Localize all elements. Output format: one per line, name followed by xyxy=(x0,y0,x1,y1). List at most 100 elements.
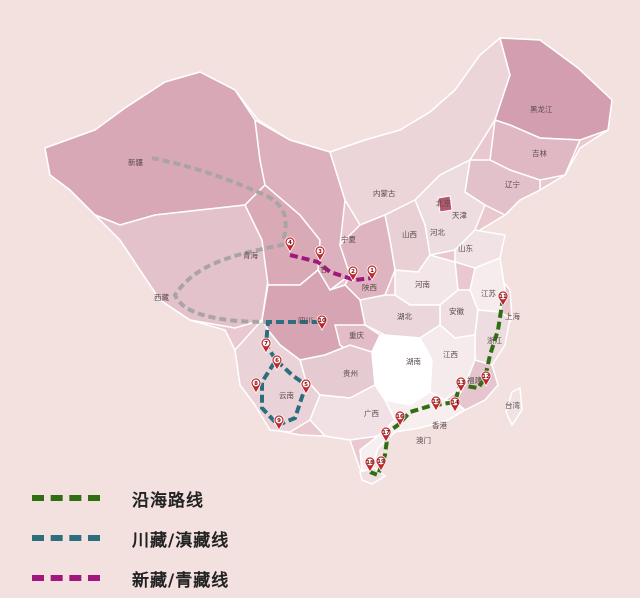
route-marker[interactable]: 2 xyxy=(347,265,359,282)
marker-number: 11 xyxy=(499,294,507,300)
marker-badge xyxy=(482,372,490,380)
route-marker[interactable]: 11 xyxy=(497,290,509,307)
region-taiwan xyxy=(505,386,523,427)
marker-badge xyxy=(368,266,376,274)
marker-number: 7 xyxy=(264,341,268,347)
marker-badge xyxy=(286,238,294,246)
label-hongkong: 香港 xyxy=(432,420,447,430)
label-shaanxi: 陕西 xyxy=(362,282,377,292)
label-shandong: 山东 xyxy=(458,243,473,253)
marker-number: 1 xyxy=(370,268,374,274)
route-marker[interactable]: 14 xyxy=(449,396,461,413)
legend-swatch-xinjiang-tibet xyxy=(32,575,100,581)
route-marker[interactable]: 15 xyxy=(430,395,442,412)
marker-number: 12 xyxy=(482,374,490,380)
marker-badge xyxy=(366,458,374,466)
marker-badge xyxy=(273,356,281,364)
legend-item: 沿海路线 xyxy=(32,478,229,518)
route-marker[interactable]: 3 xyxy=(314,245,326,262)
label-qinghai: 青海 xyxy=(243,250,258,260)
region-heilongjiang xyxy=(494,37,613,141)
marker-badge xyxy=(451,398,459,406)
marker-number: 10 xyxy=(318,318,326,324)
legend-swatch-sichuan-tibet xyxy=(32,535,100,541)
marker-number: 9 xyxy=(277,418,281,424)
label-heilongjiang: 黑龙江 xyxy=(530,104,553,114)
label-guizhou: 贵州 xyxy=(343,368,358,378)
magenta-route xyxy=(289,253,373,283)
label-neimenggu: 内蒙古 xyxy=(373,188,396,198)
marker-number: 14 xyxy=(451,400,459,406)
route-marker[interactable]: 18 xyxy=(364,456,376,473)
region-xinjiang xyxy=(44,71,266,226)
gray-route xyxy=(151,156,288,324)
marker-number: 4 xyxy=(288,240,292,246)
region-beijing xyxy=(437,195,453,213)
route-marker[interactable]: 8 xyxy=(250,377,262,394)
route-marker[interactable]: 7 xyxy=(260,337,272,354)
marker-badge xyxy=(318,316,326,324)
label-tianjin: 天津 xyxy=(452,211,467,220)
label-zhejiang: 浙江 xyxy=(487,335,502,345)
legend: 沿海路线 川藏/滇藏线 新藏/青藏线 xyxy=(32,478,229,598)
label-yunnan: 云南 xyxy=(279,390,294,400)
legend-swatch-coastal xyxy=(32,495,100,501)
label-chongqing: 重庆 xyxy=(349,330,364,340)
label-xizang: 西藏 xyxy=(154,292,169,302)
marker-badge xyxy=(382,428,390,436)
marker-badge xyxy=(457,378,465,386)
label-anhui: 安徽 xyxy=(449,306,464,316)
label-macau: 澳门 xyxy=(416,435,431,445)
route-marker[interactable]: 9 xyxy=(273,414,285,431)
marker-number: 18 xyxy=(366,460,374,466)
route-marker[interactable]: 12 xyxy=(480,370,492,387)
label-jiangsu: 江苏 xyxy=(481,288,496,298)
label-guangxi: 广西 xyxy=(364,408,379,418)
marker-number: 19 xyxy=(377,459,385,465)
marker-number: 15 xyxy=(432,399,440,405)
label-gansu: 甘 xyxy=(320,264,328,274)
label-sichuan: 四川 xyxy=(298,316,313,325)
route-marker[interactable]: 17 xyxy=(380,426,392,443)
marker-badge xyxy=(302,380,310,388)
label-hubei: 湖北 xyxy=(397,312,412,321)
marker-badge xyxy=(377,457,385,465)
route-marker[interactable]: 4 xyxy=(284,236,296,253)
marker-badge xyxy=(499,292,507,300)
legend-label: 川藏/滇藏线 xyxy=(132,530,230,551)
legend-label: 新藏/青藏线 xyxy=(132,570,230,591)
label-shanghai: 上海 xyxy=(505,311,520,321)
route-marker[interactable]: 5 xyxy=(300,378,312,395)
marker-badge xyxy=(396,412,404,420)
label-jilin: 吉林 xyxy=(532,148,547,158)
label-xinjiang: 新疆 xyxy=(128,157,143,167)
label-ningxia: 宁夏 xyxy=(341,234,356,244)
route-marker[interactable]: 19 xyxy=(375,455,387,472)
teal-route xyxy=(260,320,320,428)
marker-badge xyxy=(275,416,283,424)
legend-item: 川藏/滇藏线 xyxy=(32,518,229,558)
marker-number: 6 xyxy=(275,358,279,364)
marker-number: 13 xyxy=(457,380,465,386)
route-marker[interactable]: 1 xyxy=(366,264,378,281)
legend-item: 新藏/青藏线 xyxy=(32,558,229,598)
label-jiangxi: 江西 xyxy=(443,350,458,359)
green-route xyxy=(369,297,505,478)
label-shanxi: 山西 xyxy=(402,229,417,239)
label-liaoning: 辽宁 xyxy=(505,179,520,189)
route-marker[interactable]: 16 xyxy=(394,410,406,427)
marker-badge xyxy=(349,267,357,275)
label-henan: 河南 xyxy=(415,279,430,289)
legend-label: 沿海路线 xyxy=(132,490,204,511)
marker-number: 17 xyxy=(382,430,390,436)
route-marker[interactable]: 6 xyxy=(271,354,283,371)
marker-number: 8 xyxy=(254,381,258,387)
marker-number: 16 xyxy=(396,414,404,420)
marker-badge xyxy=(316,247,324,255)
route-marker[interactable]: 10 xyxy=(316,314,328,331)
marker-number: 3 xyxy=(318,249,322,255)
route-marker[interactable]: 13 xyxy=(455,376,467,393)
